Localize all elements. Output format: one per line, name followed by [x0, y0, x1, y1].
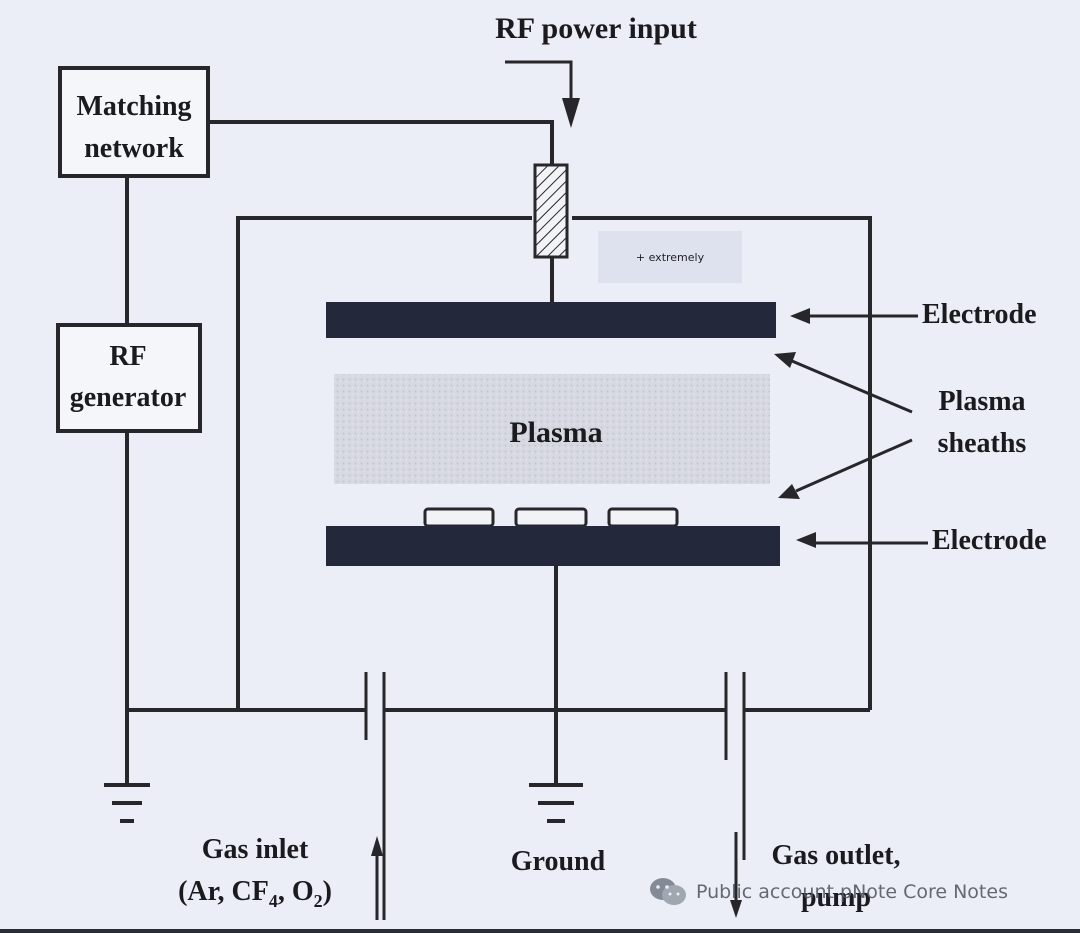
upper-sheath-arrow-line — [791, 359, 913, 414]
rf-input-arrow-head — [562, 98, 580, 128]
watermark: Public account pNote Core Notes — [648, 872, 1008, 912]
plasma-region — [334, 374, 770, 484]
rf-input-arrow-line — [505, 60, 573, 100]
top-electrode-label: Electrode — [922, 299, 1037, 330]
matching-network-label-line1: Matching — [76, 91, 191, 122]
plasma-sheaths-label-line2: sheaths — [938, 428, 1027, 459]
top-electrode — [326, 302, 776, 338]
wechat-icon — [648, 876, 688, 908]
matching-to-feedthrough-wire — [208, 120, 554, 168]
tooltip-popup: + extremely — [598, 231, 742, 283]
lower-sheath-arrow-line — [795, 438, 913, 493]
matching-network-label-line2: network — [84, 133, 184, 164]
gas-inlet-label-line2: (Ar, CF4, O2) — [178, 876, 332, 911]
rf-generator-label-line2: generator — [70, 382, 187, 413]
plasma-label: Plasma — [509, 416, 602, 449]
chamber-wall-top-right — [572, 216, 872, 710]
upper-sheath-arrow-head — [774, 352, 796, 368]
bottom-border — [0, 929, 1080, 933]
top-electrode-arrow-head — [790, 308, 810, 324]
chamber-wall-left-top — [236, 216, 532, 710]
wafer-1 — [423, 507, 495, 528]
rf-power-input-label: RF power input — [495, 12, 697, 45]
bottom-electrode — [326, 526, 780, 566]
gas-outlet-label-line2: pump — [801, 882, 871, 913]
lower-sheath-arrow-head — [778, 484, 800, 499]
gas-outlet-label-line1: Gas outlet, — [771, 840, 900, 871]
matching-network-box — [58, 66, 210, 178]
tooltip-text: + extremely — [635, 250, 705, 264]
wafer-3 — [607, 507, 679, 528]
gas-inlet-arrow-head — [371, 836, 383, 856]
plasma-sheaths-label-line1: Plasma — [938, 386, 1025, 417]
wafer-2 — [514, 507, 588, 528]
ground-label: Ground — [511, 846, 606, 877]
bottom-electrode-label: Electrode — [932, 525, 1047, 556]
gas-outlet-arrow-head — [730, 900, 742, 918]
gas-inlet-label-line1: Gas inlet — [202, 834, 309, 865]
feedthrough-insulator — [533, 163, 569, 259]
watermark-text: Public account pNote Core Notes — [696, 881, 1008, 903]
bottom-electrode-arrow-head — [796, 532, 816, 548]
rf-generator-label-line1: RF — [109, 341, 146, 372]
rf-generator-box — [56, 323, 202, 433]
